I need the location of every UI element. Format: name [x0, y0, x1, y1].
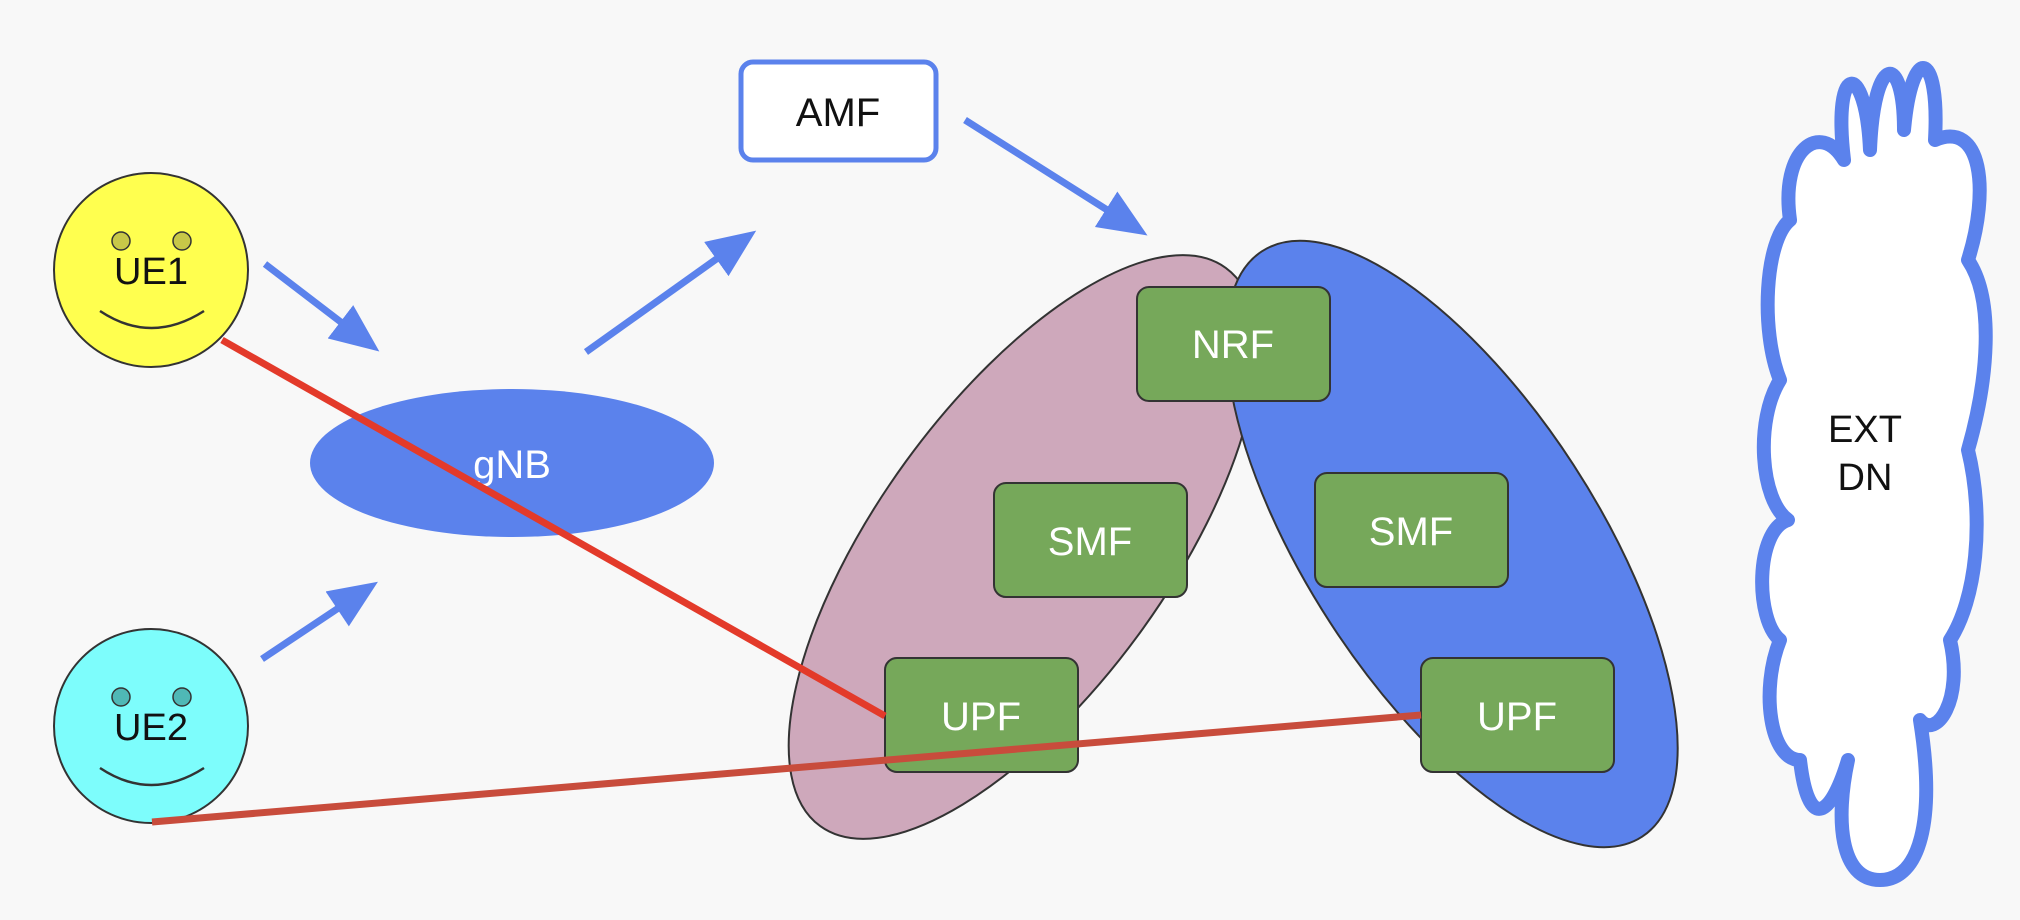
- arrow-amf-to-nrf: [963, 117, 1148, 236]
- amf-node[interactable]: AMF: [738, 59, 939, 163]
- session-ue1-to-upf-left: [220, 336, 887, 720]
- arrow-gnb-to-amf: [583, 230, 757, 355]
- ue2-eye-right: [172, 687, 192, 707]
- upf-right-node[interactable]: UPF: [1420, 657, 1615, 773]
- ue1-eye-left: [111, 231, 131, 251]
- ue1-eye-right: [172, 231, 192, 251]
- cloud-icon: [1755, 61, 1993, 887]
- upf-right-label: UPF: [1477, 695, 1557, 739]
- ext-dn-label-line2: DN: [1838, 457, 1893, 499]
- smf-left-box: [993, 482, 1188, 598]
- nrf-node[interactable]: NRF: [1136, 286, 1331, 402]
- smf-right-label: SMF: [1369, 510, 1453, 554]
- arrow-ue2-to-gnb: [260, 581, 378, 662]
- nrf-label: NRF: [1192, 323, 1274, 367]
- gnb-shape: [310, 389, 714, 537]
- ue2-label: UE2: [114, 707, 188, 749]
- arrow-ue1-to-gnb: [262, 261, 380, 352]
- amf-label: AMF: [796, 91, 880, 135]
- ue1-node[interactable]: UE1: [53, 172, 249, 368]
- ext-dn-node[interactable]: EXT DN: [1755, 61, 1993, 887]
- nrf-box: [1136, 286, 1331, 402]
- smf-left-label: SMF: [1048, 520, 1132, 564]
- ue2-eye-left: [111, 687, 131, 707]
- gnb-node[interactable]: gNB: [310, 389, 714, 537]
- ue1-label: UE1: [114, 251, 188, 293]
- ue2-mouth: [99, 766, 205, 787]
- amf-box: [738, 59, 939, 163]
- ue2-node[interactable]: UE2: [53, 628, 249, 824]
- ue2-smiley-icon: [53, 628, 249, 824]
- upf-left-label: UPF: [941, 695, 1021, 739]
- smf-right-node[interactable]: SMF: [1314, 472, 1509, 588]
- ue1-mouth: [99, 309, 205, 330]
- session-ue2-to-upf-right: [151, 711, 1422, 826]
- ue1-smiley-icon: [53, 172, 249, 368]
- ext-dn-label-line1: EXT: [1828, 409, 1902, 451]
- smf-right-box: [1314, 472, 1509, 588]
- gnb-label: gNB: [473, 443, 551, 487]
- upf-left-node[interactable]: UPF: [884, 657, 1079, 773]
- smf-left-node[interactable]: SMF: [993, 482, 1188, 598]
